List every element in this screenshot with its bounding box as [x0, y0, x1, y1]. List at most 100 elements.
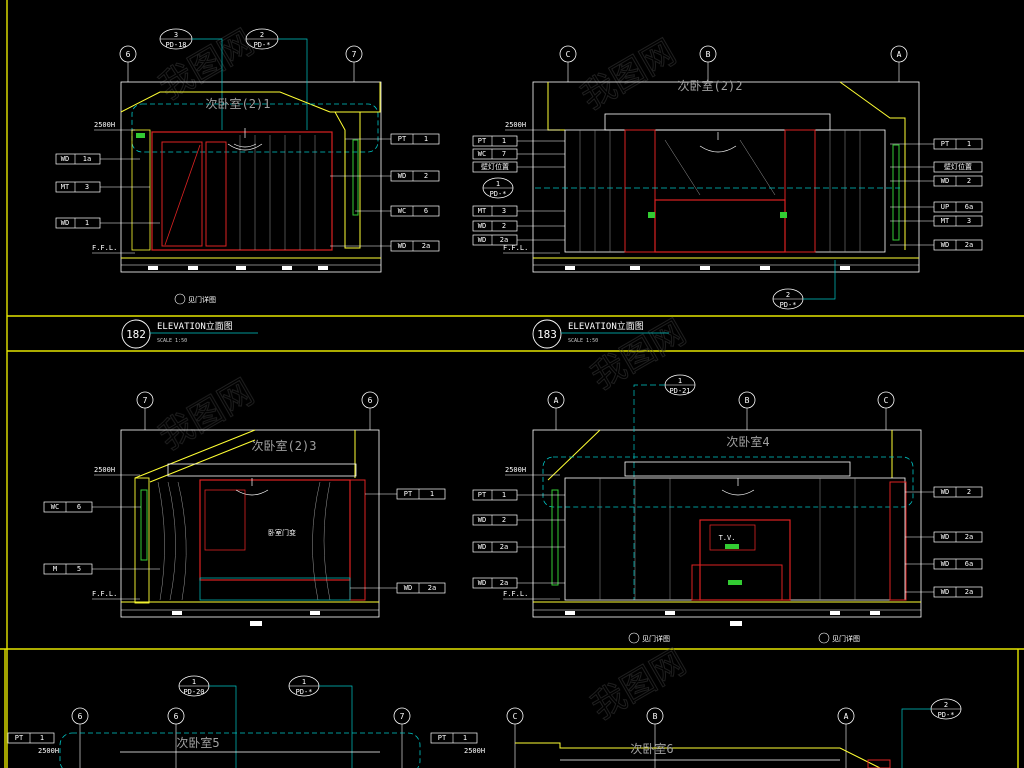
- tag-wd-2: WD 2: [905, 486, 983, 498]
- svg-text:SCALE 1:50: SCALE 1:50: [568, 338, 598, 344]
- room-title: 次卧室(2)3: [252, 438, 317, 453]
- svg-text:PD-*: PD-*: [254, 41, 271, 49]
- section-ref-3: 3 PD-18: [159, 28, 223, 130]
- level-2500h: 2500H: [38, 747, 59, 755]
- svg-text:6: 6: [368, 396, 373, 405]
- svg-text:PD-18: PD-18: [165, 41, 186, 49]
- svg-text:1: 1: [302, 678, 306, 686]
- tag-wd-2: WD 2: [330, 170, 440, 182]
- tag-pt-1: PT 1: [365, 488, 446, 500]
- watermark: 我图网: [153, 372, 261, 458]
- svg-text:PT: PT: [15, 734, 24, 742]
- chandelier-icon: [699, 132, 737, 153]
- elevation-3: 7 6 次卧室(2)3 卧室门变: [43, 391, 446, 626]
- grid-bubble-7: [136, 391, 154, 409]
- tag-wd-2a: WD 2a: [905, 586, 983, 598]
- tag-pt-1: PT 1: [345, 133, 440, 145]
- svg-text:WD: WD: [61, 219, 69, 227]
- door-detail-note: 见门详图: [832, 634, 860, 643]
- room-title: 次卧室(2)2: [678, 78, 743, 93]
- svg-text:PT: PT: [941, 140, 950, 148]
- svg-text:1: 1: [463, 734, 467, 742]
- svg-text:2: 2: [967, 177, 971, 185]
- tag-wd-2a: WD 2a: [905, 531, 983, 543]
- tag-pt-1: PT 1: [430, 732, 478, 744]
- tag-wd-2: WD 2: [472, 220, 565, 232]
- svg-text:3: 3: [85, 183, 89, 191]
- svg-text:2: 2: [502, 222, 506, 230]
- grid-bubble-6: [119, 45, 137, 63]
- svg-text:PD-20: PD-20: [183, 688, 204, 696]
- chandelier-icon: [227, 128, 263, 151]
- elevation-6-partial: C B A 2 PD-* 次卧室6 2500H PT 1: [430, 698, 962, 768]
- tag-wd-1: WD 1: [55, 217, 160, 229]
- tag-mt-3: MT 3: [55, 181, 150, 193]
- svg-text:3: 3: [967, 217, 971, 225]
- svg-text:壁灯位置: 壁灯位置: [481, 162, 509, 171]
- tag-wd-2a: WD 2a: [890, 239, 983, 251]
- level-2500h: 2500H: [94, 121, 115, 129]
- svg-text:6: 6: [174, 712, 179, 721]
- svg-text:WD: WD: [398, 172, 406, 180]
- svg-text:B: B: [745, 396, 750, 405]
- level-2500h: 2500H: [505, 466, 526, 474]
- svg-text:PT: PT: [398, 135, 407, 143]
- tag-wc-6: WC 6: [355, 205, 440, 217]
- grid-bubble-7: [393, 707, 411, 725]
- svg-text:C: C: [513, 712, 518, 721]
- grid-bubble-a: [837, 707, 855, 725]
- elevation-title-183: 183 ELEVATION立面图 SCALE 1:50: [532, 319, 669, 349]
- svg-text:UP: UP: [941, 203, 949, 211]
- svg-text:2: 2: [944, 701, 948, 709]
- chandelier-icon: [235, 478, 269, 496]
- svg-text:2a: 2a: [422, 242, 430, 250]
- svg-text:7: 7: [143, 396, 148, 405]
- section-ref-1: 1 PD-*: [288, 675, 353, 768]
- elevation-5-partial: 6 6 7 1 PD-20 1 PD-* 次卧室5 2500H PT 1: [7, 675, 421, 768]
- watermark: 我图网: [575, 32, 683, 118]
- svg-text:WC: WC: [478, 150, 486, 158]
- elevation-title-182: 182 ELEVATION立面图 SCALE 1:50: [121, 319, 258, 349]
- elevation-1: 6 7 3 PD-18 2 PD-* 次卧室(2)1: [55, 28, 440, 305]
- svg-text:WD: WD: [478, 222, 486, 230]
- svg-text:A: A: [897, 50, 902, 59]
- svg-text:2a: 2a: [500, 543, 508, 551]
- svg-text:2a: 2a: [500, 236, 508, 244]
- tag-wd-1a: WD 1a: [55, 153, 140, 165]
- svg-text:C: C: [566, 50, 571, 59]
- tag-wd-2: WD 2: [472, 514, 565, 526]
- svg-text:2a: 2a: [965, 241, 973, 249]
- tag-wd-2a: WD 2a: [472, 234, 565, 246]
- svg-text:2: 2: [786, 291, 790, 299]
- tag-wd-6a: WD 6a: [905, 558, 983, 570]
- tag-wd-2a: WD 2a: [350, 582, 446, 594]
- watermark: 我图网: [585, 642, 693, 728]
- door-detail-note: 见门详图: [642, 634, 670, 643]
- svg-text:PD-21: PD-21: [669, 387, 690, 395]
- grid-label: 7: [352, 50, 357, 59]
- svg-text:1: 1: [678, 377, 682, 385]
- tag-mt-3: MT 3: [890, 215, 983, 227]
- section-ref-1: 1 PD-21: [633, 374, 696, 600]
- grid-bubble-b: [699, 45, 717, 63]
- svg-text:WD: WD: [941, 533, 949, 541]
- section-ref-2: 2 PD-*: [245, 28, 308, 130]
- svg-text:2: 2: [424, 172, 428, 180]
- svg-text:B: B: [653, 712, 658, 721]
- svg-text:6: 6: [424, 207, 428, 215]
- svg-text:2a: 2a: [965, 533, 973, 541]
- svg-text:B: B: [706, 50, 711, 59]
- svg-text:WC: WC: [398, 207, 406, 215]
- grid-bubble-c: [877, 391, 895, 409]
- level-ffl: F.F.L.: [503, 244, 528, 252]
- tag-lamp-position: 壁灯位置: [472, 161, 565, 173]
- svg-text:M: M: [53, 565, 57, 573]
- grid-bubble-a: [547, 391, 565, 409]
- svg-text:7: 7: [502, 150, 506, 158]
- tag-lamp-position: 壁灯位置: [890, 161, 983, 173]
- level-ffl: F.F.L.: [503, 590, 528, 598]
- level-2500h: 2500H: [505, 121, 526, 129]
- tag-wc-6: WC 6: [43, 501, 141, 513]
- svg-text:1: 1: [40, 734, 44, 742]
